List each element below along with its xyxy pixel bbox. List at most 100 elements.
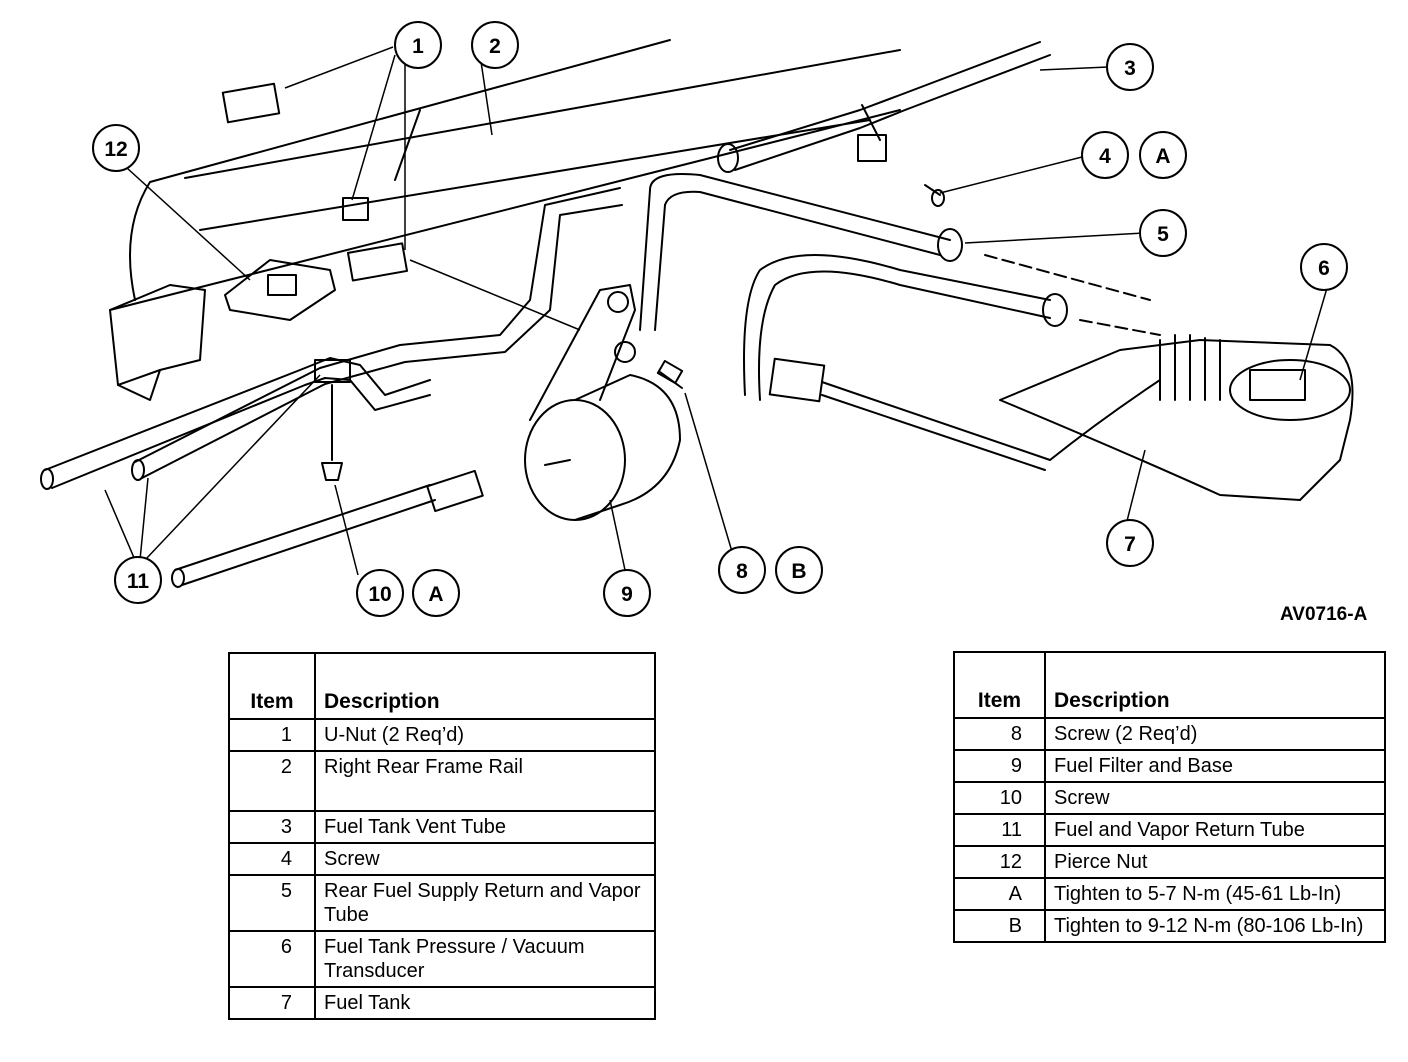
legend-header: Item Description <box>228 652 656 720</box>
item-description: Rear Fuel Supply Return and Vapor Tube <box>314 874 656 932</box>
bracket <box>109 284 206 386</box>
table-row: 11 Fuel and Vapor Return Tube <box>953 813 1386 847</box>
svg-text:6: 6 <box>1318 257 1330 280</box>
svg-text:A: A <box>428 583 443 606</box>
table-row: A Tighten to 5-7 N-m (45-61 Lb-In) <box>953 877 1386 911</box>
u-nut-upper <box>221 82 281 124</box>
header-item: Item <box>228 652 316 720</box>
fuel-vapor-tube-lower <box>134 187 621 463</box>
callout-1: 1 <box>394 21 442 69</box>
item-description: Right Rear Frame Rail <box>314 750 656 812</box>
table-row: 3 Fuel Tank Vent Tube <box>228 810 656 844</box>
pierce-nut <box>224 259 336 321</box>
table-row: 7 Fuel Tank <box>228 986 656 1020</box>
item-description: Pierce Nut <box>1044 845 1386 879</box>
callout-8: 8 <box>718 546 766 594</box>
svg-text:4: 4 <box>1099 145 1111 168</box>
item-number: B <box>953 909 1046 943</box>
item-description: Fuel Tank Pressure / Vacuum Transducer <box>314 930 656 988</box>
item-description: Screw <box>314 842 656 876</box>
item-description: Fuel Tank <box>314 986 656 1020</box>
svg-text:7: 7 <box>1124 533 1136 556</box>
callout-12: 12 <box>92 124 140 172</box>
filter-base-bracket <box>529 284 636 421</box>
item-number: 11 <box>953 813 1046 847</box>
item-description: Fuel and Vapor Return Tube <box>1044 813 1386 847</box>
callout-5: 5 <box>1139 209 1187 257</box>
svg-text:5: 5 <box>1157 223 1169 246</box>
callout-2: 2 <box>471 21 519 69</box>
item-number: 6 <box>228 930 316 988</box>
supply-return-tube <box>649 173 951 256</box>
callout-A-10: A <box>412 569 460 617</box>
item-number: 7 <box>228 986 316 1020</box>
item-number: 8 <box>953 717 1046 751</box>
u-nut-lower <box>346 242 409 282</box>
callout-4: 4 <box>1081 131 1129 179</box>
svg-text:2: 2 <box>489 35 501 58</box>
table-row: 12 Pierce Nut <box>953 845 1386 879</box>
header-description: Description <box>314 652 656 720</box>
fuel-tank <box>999 339 1354 501</box>
return-tube <box>743 254 1051 401</box>
vent-tube <box>729 41 1051 171</box>
item-description: Fuel Tank Vent Tube <box>314 810 656 844</box>
item-number: 1 <box>228 718 316 752</box>
table-row: 2 Right Rear Frame Rail <box>228 750 656 812</box>
frame-rail <box>109 39 901 311</box>
table-row: 1 U-Nut (2 Req’d) <box>228 718 656 752</box>
table-row: 5 Rear Fuel Supply Return and Vapor Tube <box>228 874 656 932</box>
callout-6: 6 <box>1300 243 1348 291</box>
item-number: 10 <box>953 781 1046 815</box>
svg-text:8: 8 <box>736 560 748 583</box>
item-number: 5 <box>228 874 316 932</box>
callout-7: 7 <box>1106 519 1154 567</box>
callout-B-8: B <box>775 546 823 594</box>
item-description: Tighten to 5-7 N-m (45-61 Lb-In) <box>1044 877 1386 911</box>
callout-3: 3 <box>1106 43 1154 91</box>
svg-text:9: 9 <box>621 583 633 606</box>
svg-text:B: B <box>791 560 806 583</box>
svg-text:1: 1 <box>412 35 424 58</box>
header-description: Description <box>1044 651 1386 719</box>
fuel-vapor-tube-upper <box>44 357 431 471</box>
callout-9: 9 <box>603 569 651 617</box>
callout-A-4: A <box>1139 131 1187 179</box>
item-description: Screw (2 Req’d) <box>1044 717 1386 751</box>
item-number: 3 <box>228 810 316 844</box>
svg-text:10: 10 <box>368 583 391 606</box>
table-row: 8 Screw (2 Req’d) <box>953 717 1386 751</box>
item-number: A <box>953 877 1046 911</box>
svg-text:11: 11 <box>127 570 150 593</box>
svg-text:3: 3 <box>1124 57 1136 80</box>
item-number: 9 <box>953 749 1046 783</box>
item-number: 12 <box>953 845 1046 879</box>
table-row: 4 Screw <box>228 842 656 876</box>
header-item: Item <box>953 651 1046 719</box>
table-row: 9 Fuel Filter and Base <box>953 749 1386 783</box>
table-row: 6 Fuel Tank Pressure / Vacuum Transducer <box>228 930 656 988</box>
item-number: 4 <box>228 842 316 876</box>
item-description: U-Nut (2 Req’d) <box>314 718 656 752</box>
screw-10 <box>321 384 343 481</box>
figure-id: AV0716-A <box>1280 604 1368 625</box>
screw-4 <box>924 184 941 196</box>
fuel-system-diagram: 1 2 3 4 A 5 6 7 <box>40 21 1354 617</box>
table-row: B Tighten to 9-12 N-m (80-106 Lb-In) <box>953 909 1386 943</box>
item-description: Screw <box>1044 781 1386 815</box>
legend-table-left: Item Description 1 U-Nut (2 Req’d) 2 Rig… <box>228 652 656 1020</box>
wiring-harness <box>821 379 1161 471</box>
item-description: Fuel Filter and Base <box>1044 749 1386 783</box>
filter-inlet-tube <box>174 484 436 586</box>
svg-text:A: A <box>1155 145 1170 168</box>
item-number: 2 <box>228 750 316 812</box>
item-description: Tighten to 9-12 N-m (80-106 Lb-In) <box>1044 909 1386 943</box>
svg-text:12: 12 <box>104 138 127 161</box>
electrical-connector <box>768 357 826 403</box>
callout-10: 10 <box>356 569 404 617</box>
legend-table-right: Item Description 8 Screw (2 Req’d) 9 Fue… <box>953 651 1386 943</box>
table-row: 10 Screw <box>953 781 1386 815</box>
legend-header: Item Description <box>953 651 1386 719</box>
callout-11: 11 <box>114 556 162 604</box>
